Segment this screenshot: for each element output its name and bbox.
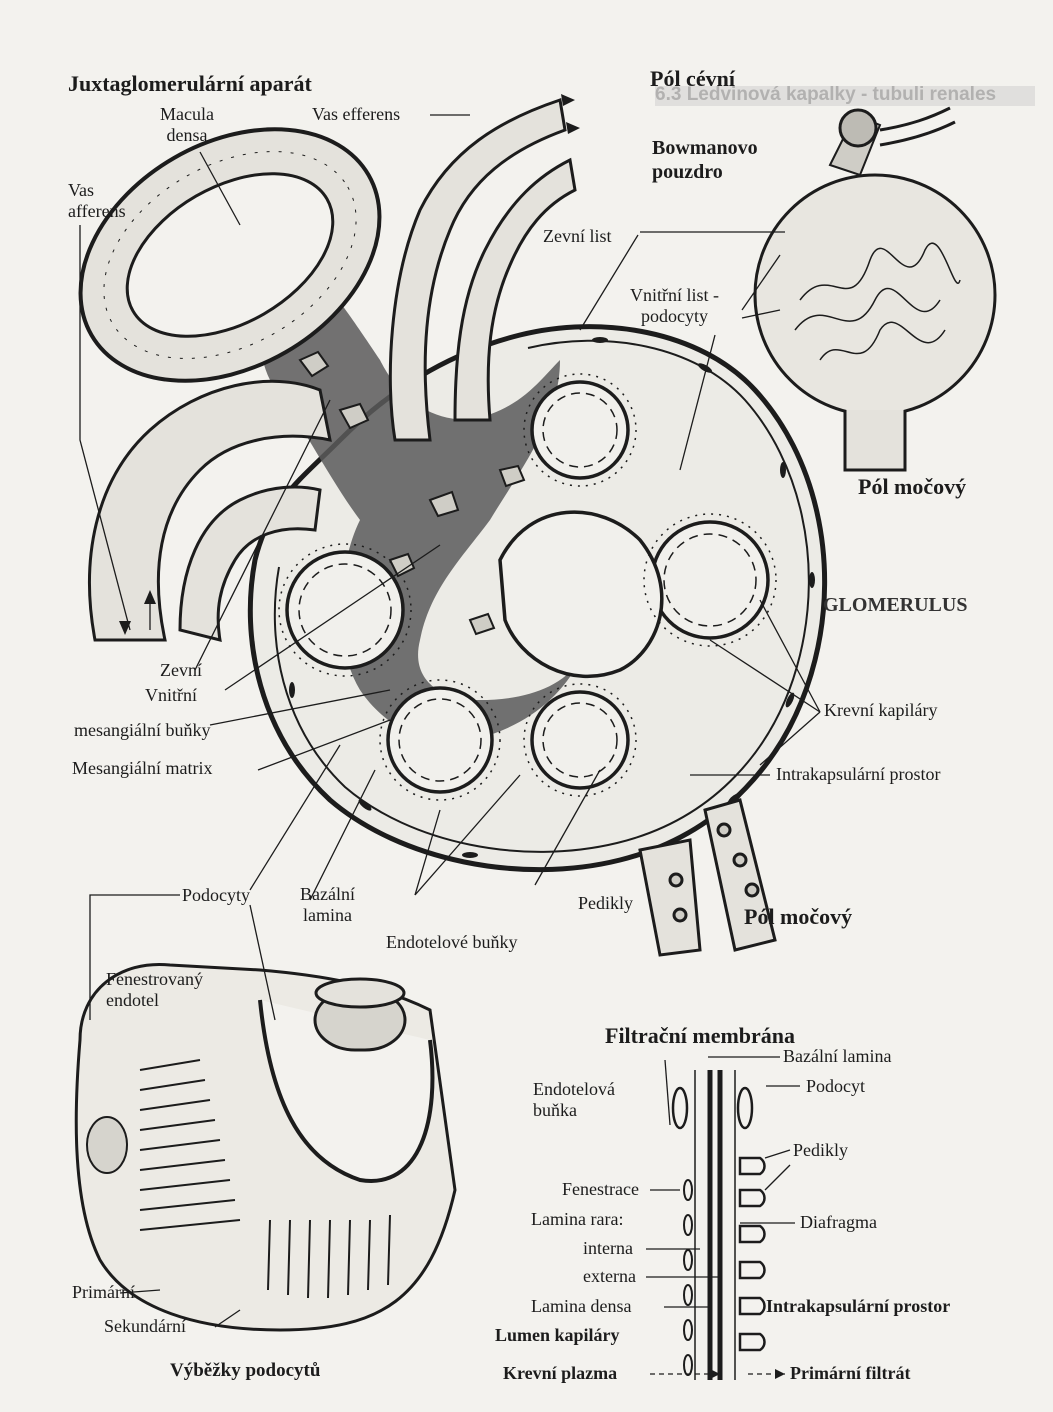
label-primary: Primární xyxy=(72,1282,135,1303)
label-lamina-rara: Lamina rara: xyxy=(531,1209,623,1230)
label-filtration-fenestrations: Fenestrace xyxy=(562,1179,639,1200)
bowman-inset xyxy=(755,108,995,470)
label-zevni: Zevní xyxy=(160,660,202,681)
label-blood-capillaries: Krevní kapiláry xyxy=(824,700,937,721)
label-zevni-list: Zevní list xyxy=(543,226,612,247)
podocyte-3d xyxy=(76,964,455,1330)
label-capillary-lumen: Lumen kapiláry xyxy=(495,1325,620,1346)
label-filtration-basal-lamina: Bazální lamina xyxy=(783,1046,891,1067)
title-glomerulus: GLOMERULUS xyxy=(823,593,967,617)
label-podocytes: Podocyty xyxy=(182,885,250,906)
label-primary-filtrate: Primární filtrát xyxy=(790,1363,910,1384)
title-juxtaglomerular: Juxtaglomerulární aparát xyxy=(68,71,312,96)
label-filtration-pedicles: Pedikly xyxy=(793,1140,848,1161)
label-intracapsular-space: Intrakapsulární prostor xyxy=(776,764,940,785)
title-filtration-membrane: Filtrační membrána xyxy=(605,1023,795,1048)
title-vascular-pole: Pól cévní xyxy=(650,66,735,91)
title-urinary-pole-bottom: Pól močový xyxy=(744,904,852,929)
title-urinary-pole-top: Pól močový xyxy=(858,474,966,499)
label-filtration-intracapsular-space: Intrakapsulární prostor xyxy=(766,1296,950,1317)
label-lamina-rara-interna: interna xyxy=(583,1238,633,1259)
label-vas-afferens: Vas afferens xyxy=(68,180,126,222)
label-mesangial-cells: mesangiální buňky xyxy=(74,720,210,741)
label-mesangial-matrix: Mesangiální matrix xyxy=(72,758,212,779)
label-vnitrni-list: Vnitřní list - podocyty xyxy=(630,285,719,327)
label-endothelial-cells: Endotelové buňky xyxy=(386,932,517,953)
label-fenestrated-endothelium: Fenestrovaný endotel xyxy=(106,969,203,1011)
label-secondary: Sekundární xyxy=(104,1316,186,1337)
label-vas-efferens: Vas efferens xyxy=(312,104,400,125)
label-filtration-podocyte: Podocyt xyxy=(806,1076,865,1097)
label-pedicles: Pedikly xyxy=(578,893,633,914)
label-lamina-rara-externa: externa xyxy=(583,1266,636,1287)
label-filtration-diaphragm: Diafragma xyxy=(800,1212,877,1233)
label-blood-plasma: Krevní plazma xyxy=(503,1363,617,1384)
label-basal-lamina: Bazální lamina xyxy=(300,884,355,926)
title-podocyte-processes: Výběžky podocytů xyxy=(170,1360,320,1381)
label-lamina-densa: Lamina densa xyxy=(531,1296,631,1317)
label-macula-densa: Macula densa xyxy=(160,104,214,146)
title-bowman-capsule: Bowmanovo pouzdro xyxy=(652,136,758,184)
label-filtration-endothelial-cell: Endotelová buňka xyxy=(533,1079,615,1121)
filtration-schema xyxy=(673,1070,765,1380)
label-vnitrni: Vnitřní xyxy=(145,685,197,706)
